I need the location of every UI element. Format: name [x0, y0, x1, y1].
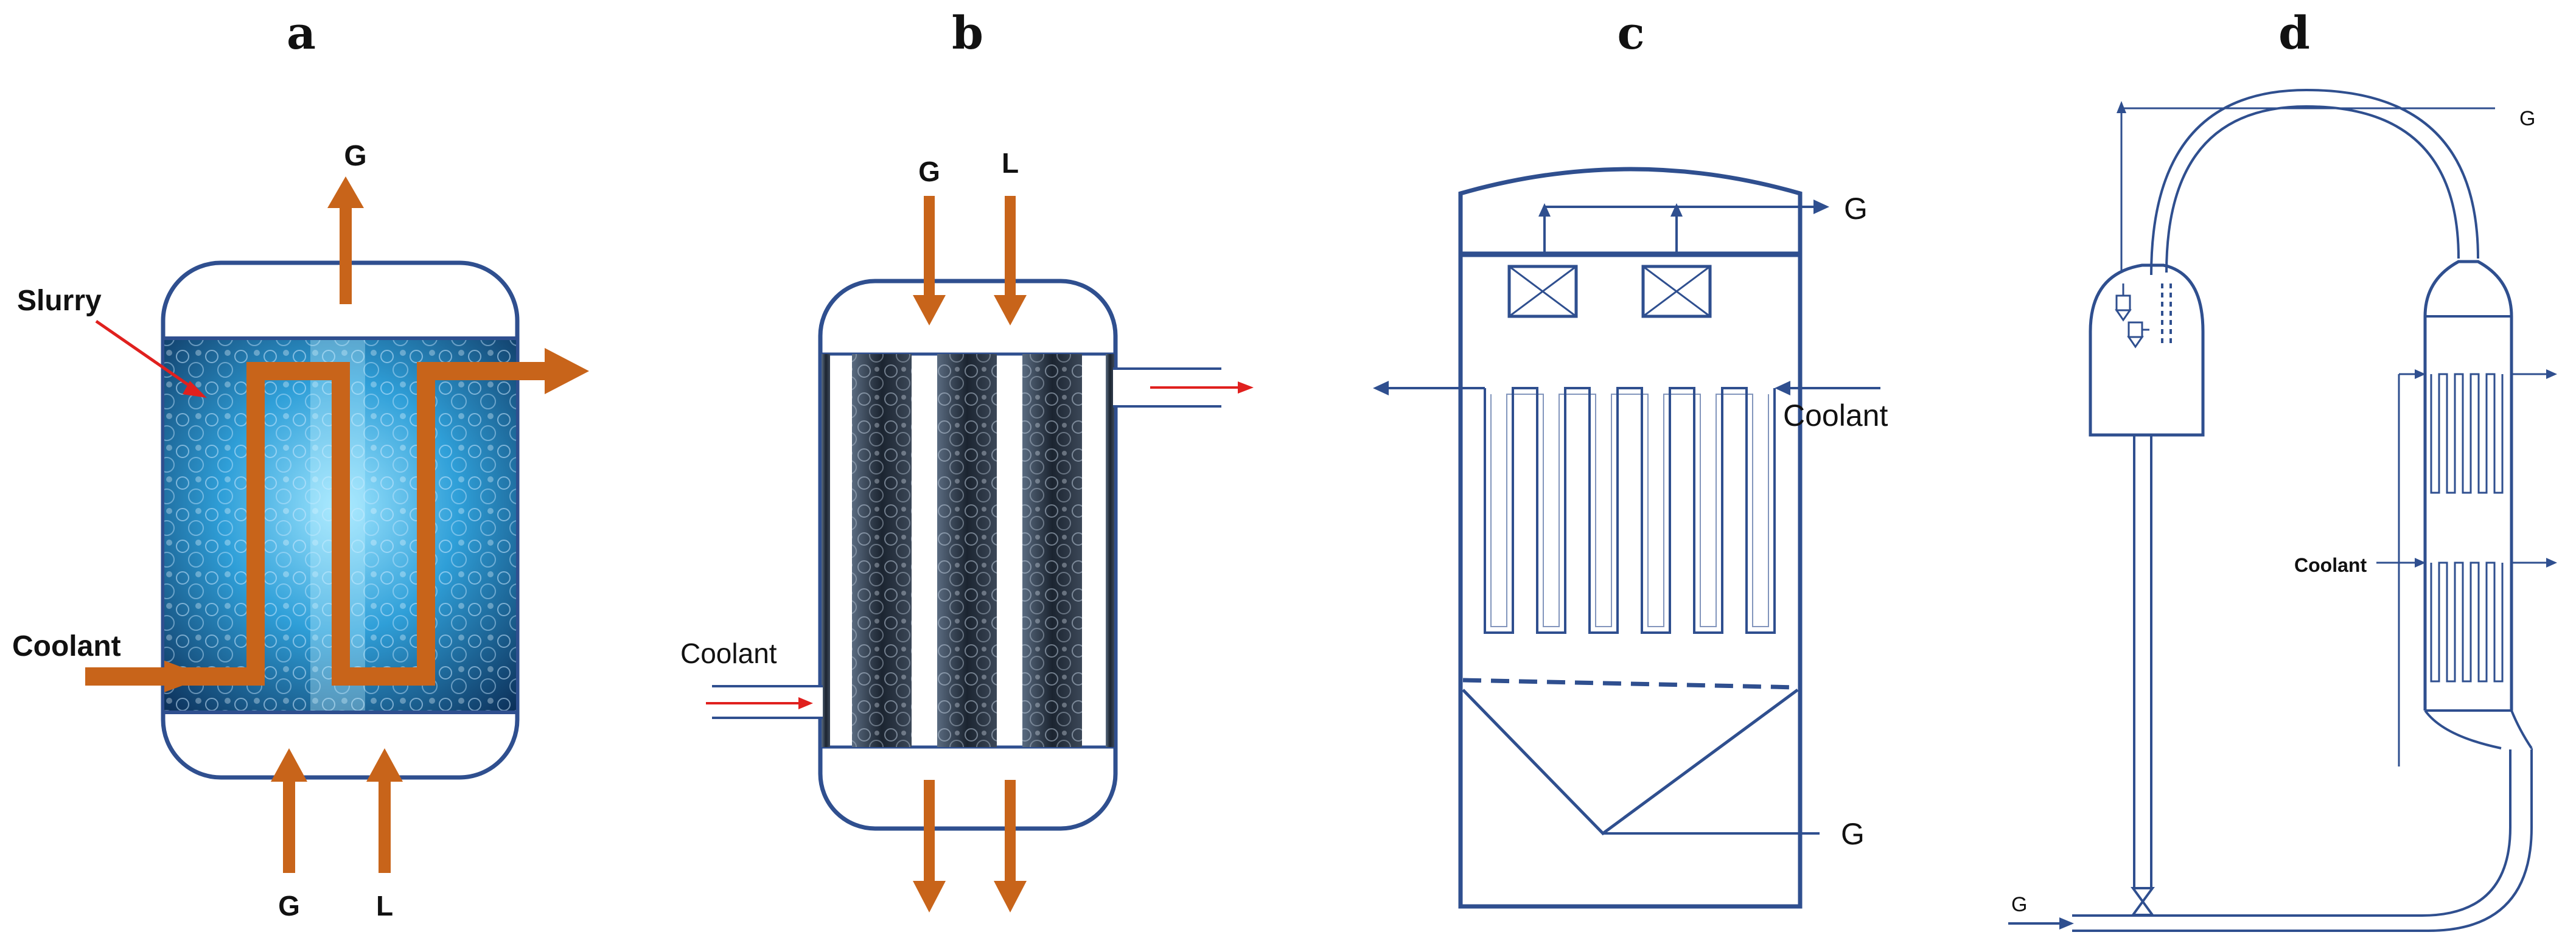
upper-coolant-outlet-head: [2546, 369, 2557, 379]
panel-a-letter: a: [287, 7, 316, 60]
coolant-outlet-arrowhead: [1238, 381, 1254, 394]
panel-b: b Coolant G L: [680, 7, 1254, 912]
gas-outlet-label: G: [344, 140, 366, 172]
panel-d: d G G: [2008, 7, 2557, 932]
gas-inlet-label: G: [918, 156, 940, 187]
coolant-feed-lower-head: [2415, 558, 2426, 568]
bottom-transfer-line-outer: [2072, 748, 2533, 932]
liquid-inlet-arrowhead: [366, 748, 403, 782]
cyclone-right-riser-head: [1670, 203, 1683, 217]
riser-reactor-shell: [2423, 260, 2513, 711]
cyclone-left-riser-head: [1538, 203, 1551, 217]
coolant-outlet-arrowhead: [1373, 381, 1389, 395]
gas-outlet-arrowhead: [327, 176, 364, 208]
gas-outlet-label: G: [1844, 192, 1868, 226]
cyclone-left-cross-2: [1509, 265, 1577, 318]
coolant-label: Coolant: [1783, 398, 1888, 433]
left-jacket-wall: [822, 354, 830, 747]
reactor-tube-2-bubbles: [937, 354, 997, 747]
gas-inlet-arrowhead: [2059, 917, 2074, 930]
panel-b-letter: b: [952, 7, 983, 60]
panel-c: c G Coolant G: [1373, 7, 1888, 909]
slurry-pointer-line: [95, 319, 196, 391]
slurry-pointer-arrowhead: [183, 381, 207, 398]
separator-cyclone-1: [2115, 294, 2131, 311]
coolant-feed-upper-head: [2415, 369, 2426, 379]
reactor-tube-1-bubbles: [852, 354, 912, 747]
separator-cyclone-1-cone: [2115, 309, 2132, 322]
gas-outlet-riser-head: [2117, 101, 2126, 113]
riser-reactor-fill: [2405, 262, 2532, 749]
coolant-serpentine-tube: [85, 362, 548, 686]
gas-inlet-arrowhead: [913, 295, 946, 325]
coolant-inlet-arrowhead: [1775, 381, 1790, 395]
gas-inlet-label: G: [1841, 817, 1865, 851]
coolant-coil: [1484, 387, 1776, 634]
panel-c-letter: c: [1617, 7, 1644, 60]
crossover-duct-outer: [2150, 88, 2479, 276]
cyclone-right-cross-2: [1642, 265, 1711, 318]
coolant-inlet-arrowhead: [798, 697, 813, 709]
coolant-label: Coolant: [12, 630, 121, 662]
gas-inlet-label: G: [2011, 893, 2027, 916]
reactor-tube-3-bubbles: [1022, 354, 1082, 747]
coolant-coil-inner: [1490, 394, 1769, 627]
gas-outlet-label: G: [2519, 107, 2535, 130]
gas-outlet-arrowhead: [1813, 200, 1829, 214]
lower-coolant-outlet-head: [2546, 558, 2557, 568]
panel-a: a G G L Slurry Coolant: [12, 7, 589, 922]
slurry-label: Slurry: [17, 285, 102, 317]
gas-inlet-arrowhead: [271, 748, 307, 782]
bottom-transfer-line-inner: [2072, 748, 2511, 917]
outlet-arrow-1-head: [913, 881, 946, 912]
outlet-arrow-2-head: [994, 881, 1027, 912]
riser-bottom-taper-left: [2424, 709, 2502, 749]
coolant-label: Coolant: [680, 638, 777, 669]
separator-cyclone-2: [2127, 321, 2143, 338]
coolant-label: Coolant: [2294, 554, 2367, 576]
coolant-inlet-arrowhead: [164, 661, 207, 692]
crossover-duct-inner: [2165, 105, 2460, 273]
slide-valve-bottom: [2131, 899, 2155, 916]
liquid-inlet-arrowhead: [994, 295, 1027, 325]
upper-cooling-coil: [2430, 373, 2504, 494]
coolant-outlet-arrowhead: [545, 348, 589, 394]
right-jacket-wall: [1106, 354, 1114, 747]
liquid-inlet-label: L: [1002, 147, 1019, 179]
liquid-inlet-label: L: [376, 890, 393, 922]
gas-inlet-label: G: [278, 890, 300, 922]
lower-cooling-coil: [2430, 561, 2504, 683]
gas-solid-separator: [2089, 263, 2205, 437]
separator-cyclone-2-cone: [2127, 336, 2144, 349]
panel-d-letter: d: [2278, 7, 2310, 60]
riser-bottom-taper-right: [2510, 710, 2533, 749]
fluidized-bed-vessel: [1458, 167, 1803, 909]
slide-valve-top: [2131, 887, 2155, 904]
